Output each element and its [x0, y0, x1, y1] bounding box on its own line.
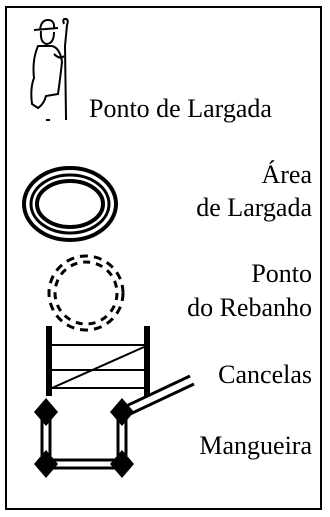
- corral-icon: [34, 374, 195, 478]
- label-area-de-largada-2: de Largada: [196, 193, 312, 222]
- dashed-circle-icon: [47, 254, 125, 332]
- label-cancelas: Cancelas: [218, 360, 312, 389]
- shepherd-icon: [30, 17, 69, 121]
- double-ellipse-icon: [22, 166, 118, 242]
- label-mangueira: Mangueira: [199, 431, 312, 460]
- gate-icon: [46, 326, 150, 396]
- label-area-de-largada-1: Área: [261, 160, 312, 189]
- label-ponto-do-rebanho-1: Ponto: [251, 259, 312, 288]
- label-ponto-do-rebanho-2: do Rebanho: [187, 293, 312, 322]
- label-ponto-de-largada: Ponto de Largada: [89, 94, 272, 123]
